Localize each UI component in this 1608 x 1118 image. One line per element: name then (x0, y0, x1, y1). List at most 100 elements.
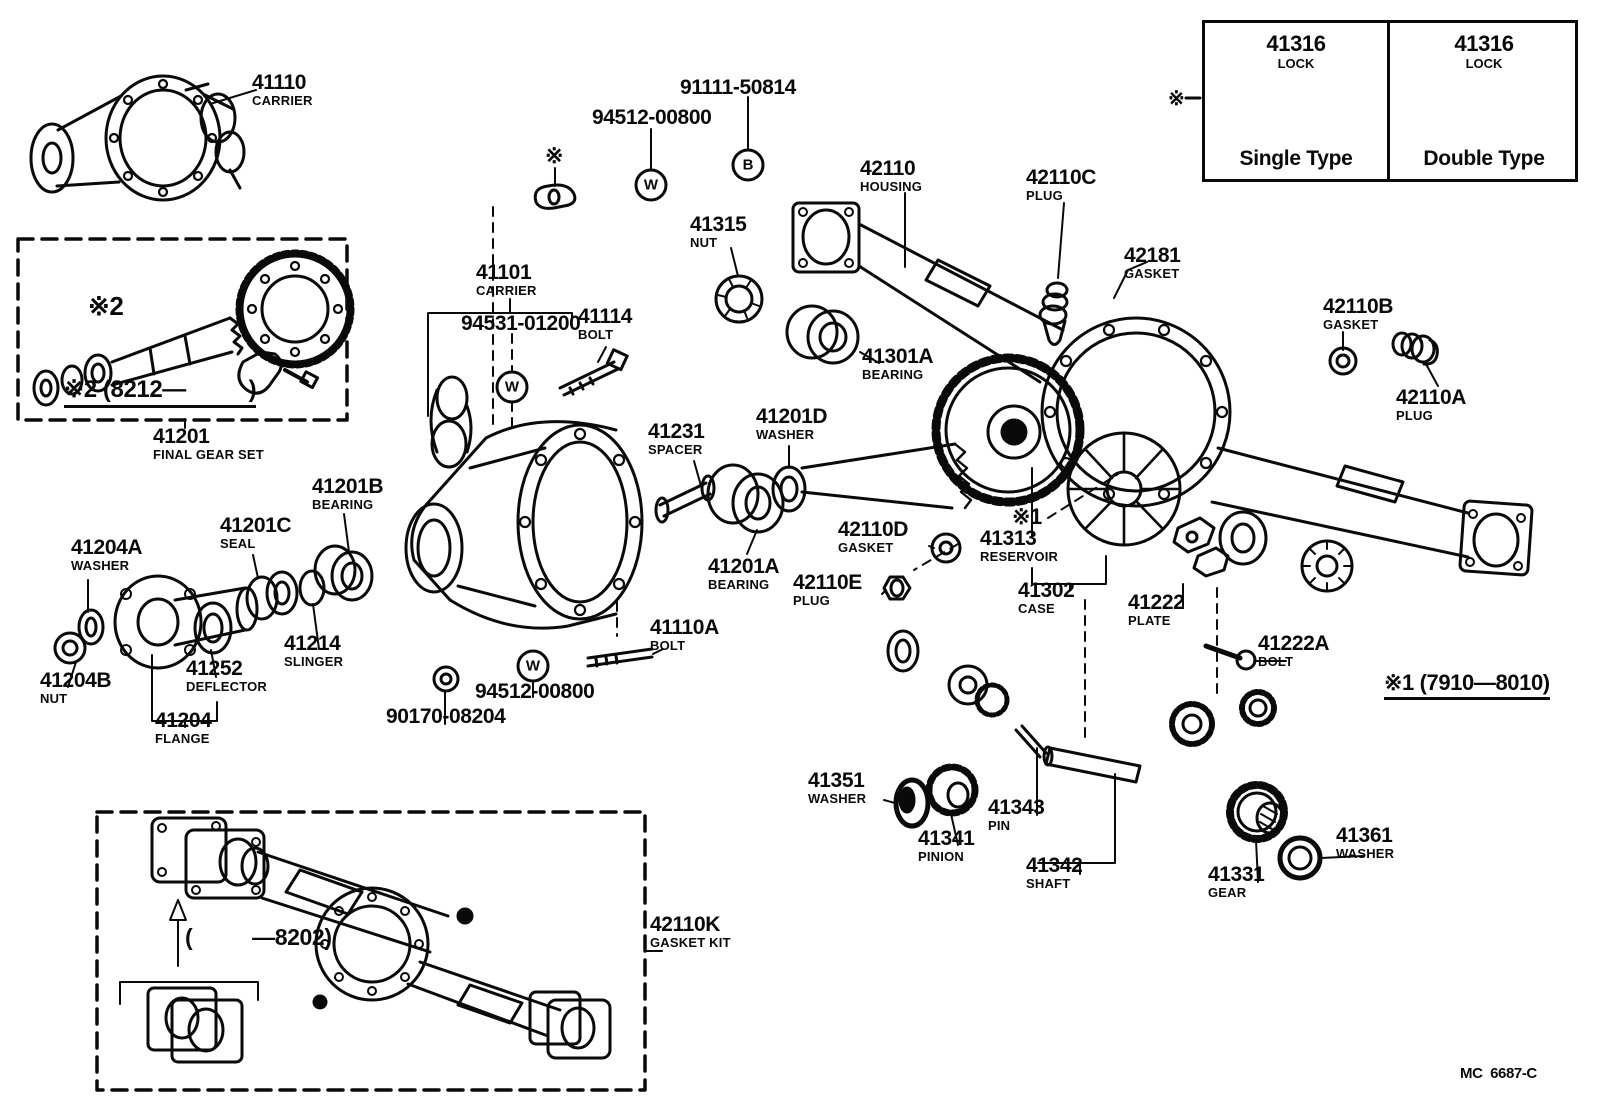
part-caption: SHAFT (1026, 876, 1071, 892)
part-caption: NUT (690, 235, 718, 251)
part-number: 41110 (252, 71, 307, 94)
part-number: 41351 (808, 769, 865, 792)
part-number: 42110 (860, 157, 916, 180)
part-number: ※1 (1012, 504, 1042, 529)
lock-clip-drawing (533, 183, 577, 210)
companion-flange-drawing (53, 544, 374, 670)
leader-lines (67, 89, 1439, 1005)
part-caption: SEAL (220, 536, 256, 552)
part-caption: WASHER (808, 791, 867, 807)
part-number: 42110K (650, 913, 721, 936)
axle-housing-drawing (791, 201, 1534, 671)
part-label-note-1-range: ※1 (7910—8010) (1384, 671, 1550, 701)
part-number: 41201 (153, 425, 210, 448)
part-caption: PLATE (1128, 613, 1171, 629)
part-number: 90170-08204 (386, 705, 506, 728)
part-caption: PIN (988, 818, 1011, 834)
part-number: 41361 (1336, 824, 1393, 847)
part-caption: PLUG (793, 593, 830, 609)
part-number: ※2 (88, 291, 124, 321)
part-caption: WASHER (756, 427, 815, 443)
part-label-note-star: ※ (545, 143, 564, 168)
part-caption: GEAR (1208, 885, 1247, 901)
part-number: 41201C (220, 514, 292, 537)
part-number: 41252 (186, 657, 243, 680)
part-number: 94512-00800 (592, 106, 712, 129)
part-number: 41204B (40, 669, 112, 692)
lock-type-cell-double: 41316 LOCK Double Type (1387, 23, 1578, 179)
part-label-91111-50814: 91111-50814 (680, 77, 796, 99)
part-caption: CARRIER (476, 283, 537, 299)
part-caption: FLANGE (155, 731, 210, 747)
part-number: 41331 (1208, 863, 1265, 886)
part-caption: BEARING (312, 497, 374, 513)
part-caption: GASKET KIT (650, 935, 731, 951)
part-caption: SPACER (648, 442, 703, 458)
part-number: 41231 (648, 420, 705, 443)
part-caption: CARRIER (252, 93, 313, 109)
part-caption: PLUG (1396, 408, 1433, 424)
part-caption: BOLT (578, 327, 614, 343)
part-number: 41316 (1266, 31, 1326, 56)
part-number: 94531-01200 (461, 312, 581, 335)
part-caption: PLUG (1026, 188, 1063, 204)
differential-carrier-drawing (404, 348, 654, 693)
part-caption: CASE (1018, 601, 1055, 617)
part-label-doc-code: MC 6687-C (1460, 1066, 1537, 1082)
part-caption: LOCK (1465, 56, 1503, 71)
part-number: 41343 (988, 796, 1045, 819)
part-number: 41313 (980, 527, 1037, 550)
carrier-assembly-drawing (29, 74, 246, 202)
part-label-note-2: ※2 (88, 291, 124, 321)
dashed-leader-lines (492, 206, 1218, 741)
differential-internals-drawing (886, 629, 1323, 881)
part-caption: BOLT (650, 638, 686, 654)
part-caption: BOLT (1258, 654, 1294, 670)
lock-type-title: Double Type (1423, 147, 1545, 170)
part-label-note-8202: ( —8202) (185, 925, 332, 949)
part-label-note-1: ※1 (1012, 504, 1042, 529)
pinion-parts-drawing (654, 274, 973, 534)
part-number: 42110B (1323, 295, 1394, 318)
part-number: 42110A (1396, 386, 1467, 409)
part-caption: WASHER (1336, 846, 1395, 862)
part-number: ※ (545, 143, 564, 168)
part-number: 41222A (1258, 632, 1330, 655)
part-number: 94512-00800 (475, 680, 595, 703)
part-number: ※1 (7910—8010) (1384, 671, 1550, 701)
part-number: ※2 (8212— ) (64, 377, 257, 409)
part-number: 41114 (578, 305, 633, 328)
part-number: 41201A (708, 555, 780, 578)
part-caption: GASKET (1124, 266, 1180, 282)
circled-letter-w-2: W (495, 370, 529, 404)
part-number: 41204A (71, 536, 143, 559)
part-number: 41342 (1026, 854, 1083, 877)
lock-type-cell-single: 41316 LOCK Single Type (1205, 23, 1387, 179)
